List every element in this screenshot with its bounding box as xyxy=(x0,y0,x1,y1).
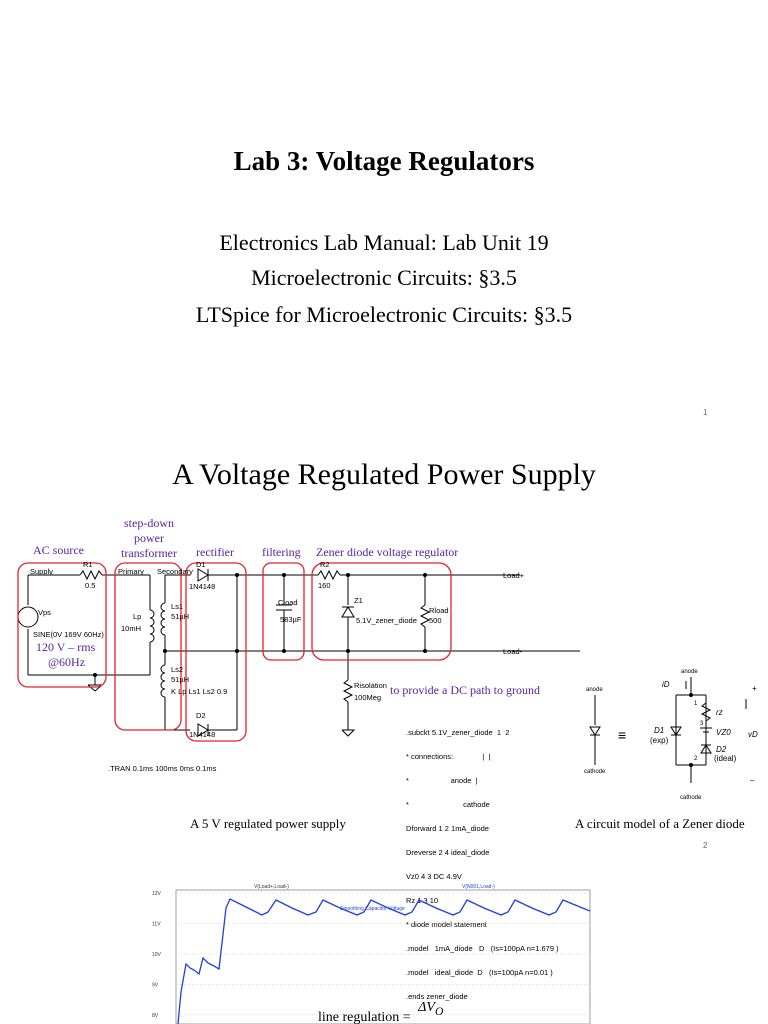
netlist-line: * connections: | | xyxy=(406,752,491,761)
model-d2-sub: (ideal) xyxy=(714,754,737,763)
formula-sub: O xyxy=(434,1004,444,1018)
model-d1: D1 xyxy=(654,726,664,735)
sch-d2: D2 xyxy=(196,711,206,720)
sch-tran: .TRAN 0.1ms 100ms 0ms 0.1ms xyxy=(108,764,217,773)
legend-right: V(N001,Load-) xyxy=(462,884,495,890)
label-rectifier: rectifier xyxy=(196,545,234,559)
trace-label: Smoothing Capacitor Voltage xyxy=(340,906,405,912)
model-equals: ≡ xyxy=(618,727,626,743)
label-dc-path: to provide a DC path to ground xyxy=(390,683,540,697)
netlist-line: * diode model statement xyxy=(406,920,487,929)
formula-numerator: ΔV xyxy=(418,1000,435,1015)
sch-d1-val: 1N4148 xyxy=(189,582,215,591)
sch-ls1-val: 51µH xyxy=(171,612,189,621)
model-anode: anode xyxy=(681,669,698,675)
model-node-1: 1 xyxy=(694,701,698,707)
label-transformer-line1: step-down xyxy=(124,516,174,530)
reference-textbook: Microelectronic Circuits: §3.5 xyxy=(251,265,517,290)
sch-supply: Supply xyxy=(30,567,53,576)
netlist-line: Dforward 1 2 1mA_diode xyxy=(406,824,489,833)
model-cathode-left: cathode xyxy=(584,769,606,775)
label-vrms: 120 V – rms xyxy=(36,640,96,654)
label-transformer-line2: power xyxy=(134,531,164,545)
sch-secondary: Secondary xyxy=(157,567,193,576)
netlist-line: .subckt 5.1V_zener_diode 1 2 xyxy=(406,728,510,737)
sch-cload-val: 583µF xyxy=(280,615,302,624)
sch-ls2: Ls2 xyxy=(171,665,183,674)
model-cathode: cathode xyxy=(680,795,702,801)
sch-lp-val: 10mH xyxy=(121,624,141,633)
sch-risolation-val: 100Meg xyxy=(354,693,381,702)
sch-risolation: Risolation xyxy=(354,681,387,690)
y-tick-label: 12V xyxy=(152,891,162,897)
sch-load-minus: Load- xyxy=(503,647,523,656)
model-plus: + xyxy=(752,684,757,693)
sch-load-plus: Load+ xyxy=(503,571,525,580)
sch-ls2-val: 51µH xyxy=(171,675,189,684)
line-regulation-formula: line regulation = ΔVO xyxy=(318,1000,443,1024)
y-tick-label: 11V xyxy=(152,922,161,928)
slide2-title: A Voltage Regulated Power Supply xyxy=(172,458,596,491)
sch-primary: Primary xyxy=(118,567,144,576)
sch-r2: R2 xyxy=(320,560,330,569)
caption-zener-model: A circuit model of a Zener diode xyxy=(575,816,745,831)
y-tick-label: 9V xyxy=(152,982,159,988)
power-supply-schematic: Supply R1 0.5 Vps SINE(0V 169V 60Hz) Pri… xyxy=(17,560,580,773)
model-node-2: 2 xyxy=(694,756,698,762)
netlist-line: .ends zener_diode xyxy=(406,992,468,1001)
model-d1-sub: (exp) xyxy=(650,736,669,745)
slide1-title: Lab 3: Voltage Regulators xyxy=(233,146,535,176)
model-d2: D2 xyxy=(716,745,727,754)
label-ac-source: AC source xyxy=(33,543,84,557)
sch-r2-val: 160 xyxy=(318,581,331,590)
model-minus: – xyxy=(750,776,755,785)
transient-plot-svg: 12V 11V 10V 9V 8V V(Load+,Load-) V(N001,Load… xyxy=(152,884,591,1024)
zener-netlist: .subckt 5.1V_zener_diode 1 2 * connectio… xyxy=(406,713,559,1009)
sch-rload-val: 500 xyxy=(429,616,442,625)
zener-model-diagram: anode cathode anode cathode 1 2 3 ≡ iD +… xyxy=(584,669,758,801)
reference-ltspice: LTSpice for Microelectronic Circuits: §3… xyxy=(195,302,573,327)
formula-text: line regulation = xyxy=(318,1010,411,1024)
sch-r1: R1 xyxy=(83,560,93,569)
sch-k: K Lp Ls1 Ls2 0.9 xyxy=(171,687,227,696)
transient-plot: 12V 11V 10V 9V 8V V(Load+,Load-) V(N001,Load… xyxy=(150,882,600,1024)
sch-z1: Z1 xyxy=(354,596,363,605)
model-rz: rz xyxy=(716,708,723,717)
netlist-line: Dreverse 2 4 ideal_diode xyxy=(406,848,490,857)
caption-power-supply: A 5 V regulated power supply xyxy=(190,816,346,831)
label-transformer-line3: transformer xyxy=(121,546,177,560)
model-vz0: VZ0 xyxy=(716,728,731,737)
model-vd: vD xyxy=(748,730,758,739)
sch-r1-val: 0.5 xyxy=(85,581,95,590)
netlist-line: * anode | xyxy=(406,776,478,785)
netlist-line: .model ideal_diode D (Is=100pA n=0.01 ) xyxy=(406,968,553,977)
y-tick-label: 8V xyxy=(152,1013,159,1019)
netlist-line: .model 1mA_diode D (Is=100pA n=1.679 ) xyxy=(406,944,559,953)
sch-ls1: Ls1 xyxy=(171,602,183,611)
sch-vps: Vps xyxy=(38,608,51,617)
label-filtering: filtering xyxy=(262,545,301,559)
reference-lab-manual: Electronics Lab Manual: Lab Unit 19 xyxy=(219,230,549,255)
sch-cload: Cload xyxy=(278,598,298,607)
model-anode-left: anode xyxy=(586,687,603,693)
model-id: iD xyxy=(662,680,670,689)
netlist-line: * cathode xyxy=(406,800,490,809)
sch-d2-val: 1N4148 xyxy=(189,730,215,739)
y-tick-label: 10V xyxy=(152,952,162,958)
model-node-3: 3 xyxy=(700,721,704,727)
plot-frame xyxy=(175,889,591,1024)
sch-z1-val: 5.1V_zener_diode xyxy=(356,616,417,625)
sch-rload: Rload xyxy=(429,606,449,615)
label-frequency: @60Hz xyxy=(48,655,86,669)
sch-d1: D1 xyxy=(196,560,206,569)
page-number-2: 2 xyxy=(703,841,708,850)
label-zener-regulator: Zener diode voltage regulator xyxy=(316,545,459,559)
sch-lp: Lp xyxy=(133,612,141,621)
label-transformer: step-down power transformer xyxy=(116,516,182,561)
capacitor-voltage-trace xyxy=(177,898,591,1024)
legend-left: V(Load+,Load-) xyxy=(254,884,289,890)
page-number-1: 1 xyxy=(703,408,708,417)
netlist-line: Vz0 4 3 DC 4.9V xyxy=(406,872,462,881)
sch-sine: SINE(0V 169V 60Hz) xyxy=(33,630,104,639)
